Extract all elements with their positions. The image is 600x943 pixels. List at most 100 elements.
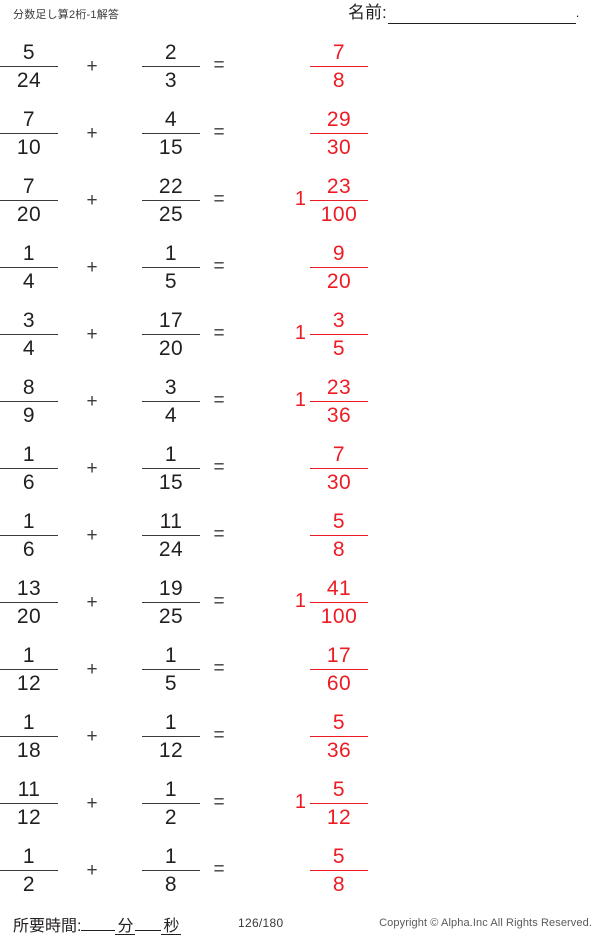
- plus-operator: +: [86, 391, 98, 412]
- operand-right-denominator: 24: [158, 538, 184, 561]
- operand-right-numerator: 3: [164, 376, 178, 399]
- operand-left-numerator: 1: [22, 644, 36, 667]
- operand-left-denominator: 6: [22, 538, 36, 561]
- answer-denominator: 5: [332, 337, 346, 360]
- answer-numerator: 5: [332, 510, 346, 533]
- operand-left-bar: [0, 200, 58, 201]
- operand-left-denominator: 4: [22, 270, 36, 293]
- elapsed-time-field: 所要時間:分秒: [13, 912, 182, 937]
- name-input-line[interactable]: [387, 5, 576, 24]
- plus-operator: +: [86, 726, 98, 747]
- operand-right-numerator: 1: [164, 242, 178, 265]
- operand-right-numerator: 22: [158, 175, 184, 198]
- elapsed-time-label: 所要時間:: [13, 918, 82, 935]
- plus-operator: +: [86, 592, 98, 613]
- operand-right-denominator: 5: [164, 270, 178, 293]
- answer-numerator: 7: [332, 41, 346, 64]
- operand-right-denominator: 8: [164, 873, 178, 896]
- operand-left-bar: [0, 133, 58, 134]
- operand-right-bar: [142, 401, 200, 402]
- operand-left-numerator: 1: [22, 510, 36, 533]
- answer-bar: [310, 870, 368, 871]
- operand-left-numerator: 3: [22, 309, 36, 332]
- minutes-blank[interactable]: [81, 912, 116, 931]
- answer-whole-number: 1: [294, 590, 306, 612]
- answer-bar: [310, 200, 368, 201]
- operand-right-denominator: 2: [164, 806, 178, 829]
- plus-operator: +: [86, 324, 98, 345]
- plus-operator: +: [86, 659, 98, 680]
- equals-operator: =: [213, 859, 225, 880]
- plus-operator: +: [86, 793, 98, 814]
- equals-operator: =: [213, 725, 225, 746]
- answer-bar: [310, 133, 368, 134]
- operand-right-numerator: 19: [158, 577, 184, 600]
- answer-bar: [310, 66, 368, 67]
- name-field: 名前: .: [348, 2, 579, 24]
- answer-bar: [310, 267, 368, 268]
- answer-numerator: 23: [326, 175, 352, 198]
- seconds-blank[interactable]: [135, 912, 162, 931]
- operand-right-denominator: 25: [158, 605, 184, 628]
- answer-denominator: 60: [326, 672, 352, 695]
- plus-operator: +: [86, 56, 98, 77]
- equals-operator: =: [213, 189, 225, 210]
- equals-operator: =: [213, 457, 225, 478]
- operand-left-bar: [0, 401, 58, 402]
- answer-denominator: 8: [332, 69, 346, 92]
- operand-left-denominator: 24: [16, 69, 42, 92]
- operand-left-numerator: 13: [16, 577, 42, 600]
- operand-left-denominator: 12: [16, 806, 42, 829]
- worksheet-header: 分数足し算2桁-1解答 名前: .: [0, 0, 600, 36]
- operand-right-numerator: 11: [159, 510, 183, 533]
- operand-right-denominator: 5: [164, 672, 178, 695]
- operand-left-denominator: 4: [22, 337, 36, 360]
- operand-right-numerator: 1: [164, 644, 178, 667]
- operand-left-bar: [0, 602, 58, 603]
- answer-whole-number: 1: [294, 322, 306, 344]
- page-title: 分数足し算2桁-1解答: [13, 9, 120, 21]
- worksheet-footer: 所要時間:分秒 126/180 Copyright © Alpha.Inc Al…: [0, 903, 600, 943]
- answer-numerator: 9: [332, 242, 346, 265]
- answer-numerator: 7: [332, 443, 346, 466]
- answer-bar: [310, 401, 368, 402]
- page-count: 126/180: [238, 916, 284, 930]
- operand-right-numerator: 1: [164, 778, 178, 801]
- name-label: 名前:: [348, 3, 387, 22]
- operand-left-denominator: 2: [22, 873, 36, 896]
- operand-left-denominator: 10: [16, 136, 42, 159]
- operand-left-numerator: 1: [22, 845, 36, 868]
- answer-denominator: 12: [326, 806, 352, 829]
- operand-right-bar: [142, 669, 200, 670]
